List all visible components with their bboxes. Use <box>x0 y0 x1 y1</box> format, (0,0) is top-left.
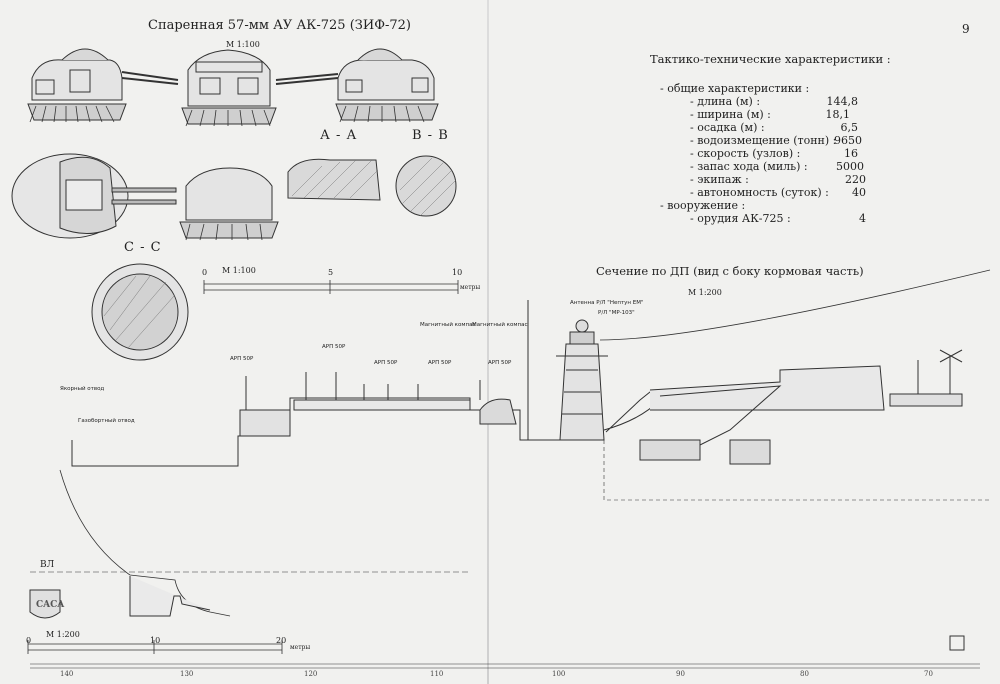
section-b-b <box>395 155 457 217</box>
section-title: Сечение по ДП (вид с боку кормовая часть… <box>596 264 864 278</box>
spec-label: - автономность (суток) : <box>690 186 829 199</box>
compass-label-2: Магнитный компас <box>472 322 528 328</box>
section-a-a <box>287 158 381 201</box>
spec-value: 6,5 <box>840 121 859 134</box>
scale-bar-bottom <box>27 640 283 654</box>
spec-value: 18,1 <box>825 108 851 121</box>
logo-text: CACA <box>36 600 65 610</box>
spec-value: 40 <box>852 186 866 199</box>
turret-side-left <box>27 48 179 123</box>
hawse-note: Газобортный отвод <box>78 418 135 424</box>
scale-units-bottom: метры <box>290 644 311 651</box>
scale-tick-0: 0 <box>202 268 208 277</box>
arp-label-3: АРП 50Р <box>374 360 398 366</box>
page-number: 9 <box>962 22 970 36</box>
ship-profile <box>30 269 991 617</box>
compass-label-1: Магнитный компас <box>420 322 476 328</box>
spec-value: 9650 <box>834 134 862 147</box>
scale-label-mid: М 1:100 <box>222 266 256 275</box>
frame-number: 110 <box>430 670 444 678</box>
page-fold <box>487 0 489 684</box>
scale-bar-mid <box>203 280 459 294</box>
arp-label-5: АРП 50Р <box>488 360 512 366</box>
spec-label: - ширина (м) : <box>690 108 771 121</box>
scale-label-bottom: М 1:200 <box>46 630 80 639</box>
arp-label-1: АРП 50Р <box>230 356 254 362</box>
spec-label: - осадка (м) : <box>690 121 765 134</box>
scale-tick-10: 10 <box>452 268 463 277</box>
armament-value: 4 <box>859 212 866 225</box>
left-page-title: Спаренная 57-мм АУ АК-725 (ЗИФ-72) <box>148 18 412 33</box>
armament-title: - вооружение : <box>660 199 746 212</box>
section-label-b: В - В <box>412 128 449 143</box>
turret-top-view <box>11 153 279 241</box>
anchor-note: Якорный отвод <box>60 386 105 392</box>
turret-base-circle <box>91 263 189 361</box>
bottom-tick-0: 0 <box>26 636 32 645</box>
waterline-label: ВЛ <box>40 560 55 570</box>
spec-label: - экипаж : <box>690 173 749 186</box>
turret-side-right <box>275 48 439 123</box>
logo-emblem <box>29 589 61 619</box>
spec-value: 16 <box>844 147 858 160</box>
scale-label-top: М 1:100 <box>226 40 260 49</box>
frame-number: 130 <box>180 670 194 678</box>
frame-ruler <box>30 663 980 669</box>
spec-label: - запас хода (миль) : <box>690 160 808 173</box>
section-scale: М 1:200 <box>688 288 722 297</box>
scale-tick-5: 5 <box>328 268 334 277</box>
frame-number: 120 <box>304 670 318 678</box>
antenna-label: Антенна Р/Л "Нептун ЕМ" <box>570 300 644 306</box>
spec-value: 220 <box>845 173 866 186</box>
spec-label: - скорость (узлов) : <box>690 147 801 160</box>
armament-label: - орудия АК-725 : <box>690 212 791 225</box>
general-specs-title: - общие характеристики : <box>660 82 810 95</box>
corner-mark <box>949 635 965 651</box>
frame-number: 140 <box>60 670 74 678</box>
bottom-tick-20: 20 <box>276 636 287 645</box>
spec-label: - длина (м) : <box>690 95 761 108</box>
specs-title: Тактико-технические характеристики : <box>650 52 891 66</box>
spec-value: 5000 <box>836 160 864 173</box>
spec-label: - водоизмещение (тонн) : <box>690 134 837 147</box>
spec-value: 144,8 <box>826 95 859 108</box>
frame-number: 80 <box>800 670 809 678</box>
turret-front <box>181 49 277 127</box>
section-label-a: А - А <box>320 128 358 143</box>
bottom-tick-10: 10 <box>150 636 161 645</box>
arp-label-4: АРП 50Р <box>428 360 452 366</box>
frame-number: 90 <box>676 670 685 678</box>
radar-label: Р/Л "МР-103" <box>598 310 635 316</box>
section-label-c: С - С <box>124 240 162 255</box>
specs-block: - общие характеристики : - длина (м) : 1… <box>660 82 920 232</box>
scale-units-mid: метры <box>460 284 481 291</box>
frame-number: 100 <box>552 670 566 678</box>
frame-number: 70 <box>924 670 933 678</box>
arp-label-2: АРП 50Р <box>322 344 346 350</box>
